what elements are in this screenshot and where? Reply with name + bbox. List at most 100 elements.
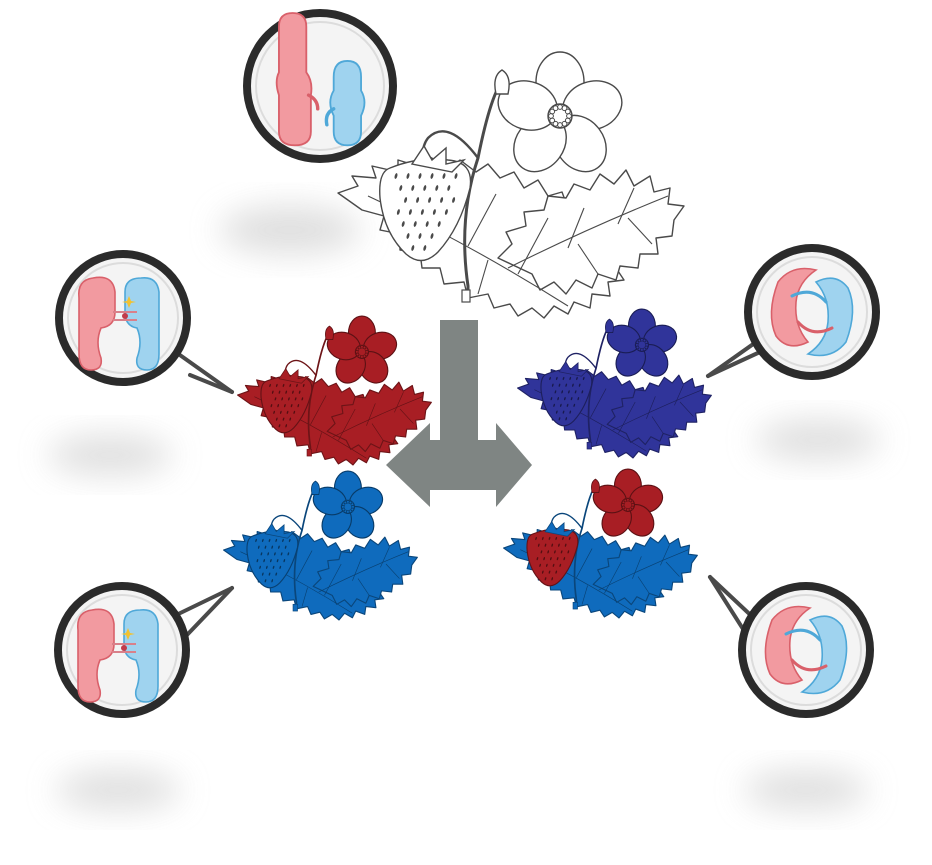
lens-parent-proteins: [243, 9, 397, 163]
midrib-right: [507, 195, 669, 269]
seed: [401, 221, 405, 227]
protein-blue: [329, 59, 366, 147]
seed: [272, 565, 275, 569]
seed: [260, 552, 263, 556]
seed: [552, 563, 555, 567]
seed: [284, 404, 286, 408]
lens-ring: [243, 9, 397, 163]
seed: [578, 383, 581, 387]
seed: [413, 221, 417, 227]
callout-line-red: [168, 346, 234, 394]
plant-mixed: [503, 468, 698, 619]
seed: [430, 173, 434, 179]
seed: [551, 577, 554, 581]
vein-8: [637, 576, 650, 594]
seed: [546, 563, 548, 567]
seed: [544, 543, 547, 547]
lens-shadow-4: [56, 770, 180, 810]
lens-ring: [744, 244, 880, 380]
strawberry-fruit: [246, 530, 299, 589]
protein-blue: [123, 608, 159, 703]
seed: [283, 559, 286, 563]
flower-bud: [494, 69, 510, 95]
seed: [564, 543, 567, 547]
seed: [555, 536, 558, 541]
lens-mixed-proteins: [738, 582, 874, 718]
seed: [550, 397, 553, 401]
seed: [536, 557, 539, 561]
vein-9: [665, 561, 680, 577]
seed: [574, 390, 577, 394]
stamen: [343, 509, 348, 513]
seed: [558, 383, 561, 387]
vein-2: [576, 548, 593, 578]
stamen: [355, 347, 360, 351]
protein-red-arm: [790, 658, 828, 672]
lens-shadow-5: [744, 770, 868, 810]
seed: [288, 397, 290, 401]
midrib-right: [598, 549, 689, 591]
flower-bud: [325, 325, 334, 340]
stem-base: [292, 603, 298, 612]
stamen: [564, 117, 571, 124]
lens-blue-proteins: [54, 582, 190, 718]
stamen: [630, 500, 634, 504]
seed: [270, 404, 273, 408]
lens-inner-ring: [66, 594, 178, 706]
seed: [581, 390, 584, 394]
flower: [312, 470, 384, 539]
seed: [280, 552, 283, 556]
seed: [296, 383, 298, 388]
flower: [326, 315, 398, 384]
seed: [565, 417, 568, 421]
seed: [561, 390, 564, 394]
seed: [275, 572, 278, 576]
seed: [278, 390, 281, 394]
binding-site: [122, 313, 128, 319]
vein-8: [357, 578, 370, 596]
vein-7: [674, 385, 684, 406]
vein-9: [385, 563, 400, 579]
lens-ring: [738, 582, 874, 718]
seed: [396, 209, 400, 215]
lens-inner-ring: [67, 262, 179, 374]
stamen: [350, 507, 354, 512]
seed: [577, 397, 580, 401]
seed: [569, 376, 572, 381]
callout-line-blue-2: [184, 586, 234, 638]
protein-blue-arm: [784, 628, 822, 642]
seed: [261, 572, 264, 576]
flower: [497, 51, 623, 173]
seed: [572, 383, 574, 387]
vein-2: [590, 388, 607, 418]
vein-8: [371, 423, 384, 441]
stamen: [630, 505, 634, 510]
vein-9: [679, 401, 694, 417]
seed: [568, 390, 570, 394]
protein-blue-arm: [324, 107, 336, 127]
seed: [293, 410, 296, 414]
seed: [281, 397, 284, 401]
vein-3: [618, 401, 636, 434]
lens-shadow-1: [220, 206, 360, 254]
protein-red-arm: [306, 93, 320, 111]
vein-9: [399, 408, 414, 424]
arrow-shape: [386, 320, 532, 507]
seed: [569, 410, 572, 414]
seed: [275, 417, 278, 421]
leaf-right: [326, 381, 432, 453]
seed: [278, 424, 281, 428]
lens-shadows: [48, 206, 880, 810]
seed: [274, 552, 276, 556]
seed: [558, 543, 560, 547]
seed: [406, 173, 410, 179]
seed: [275, 383, 278, 388]
seed: [535, 536, 537, 541]
seed: [442, 173, 446, 179]
binding-site: [121, 645, 127, 651]
seed: [556, 557, 559, 561]
lens-inner-ring: [756, 256, 868, 368]
lens-navy-proteins: [744, 244, 880, 380]
callout-line-red-2: [188, 373, 234, 394]
seed: [256, 559, 259, 563]
